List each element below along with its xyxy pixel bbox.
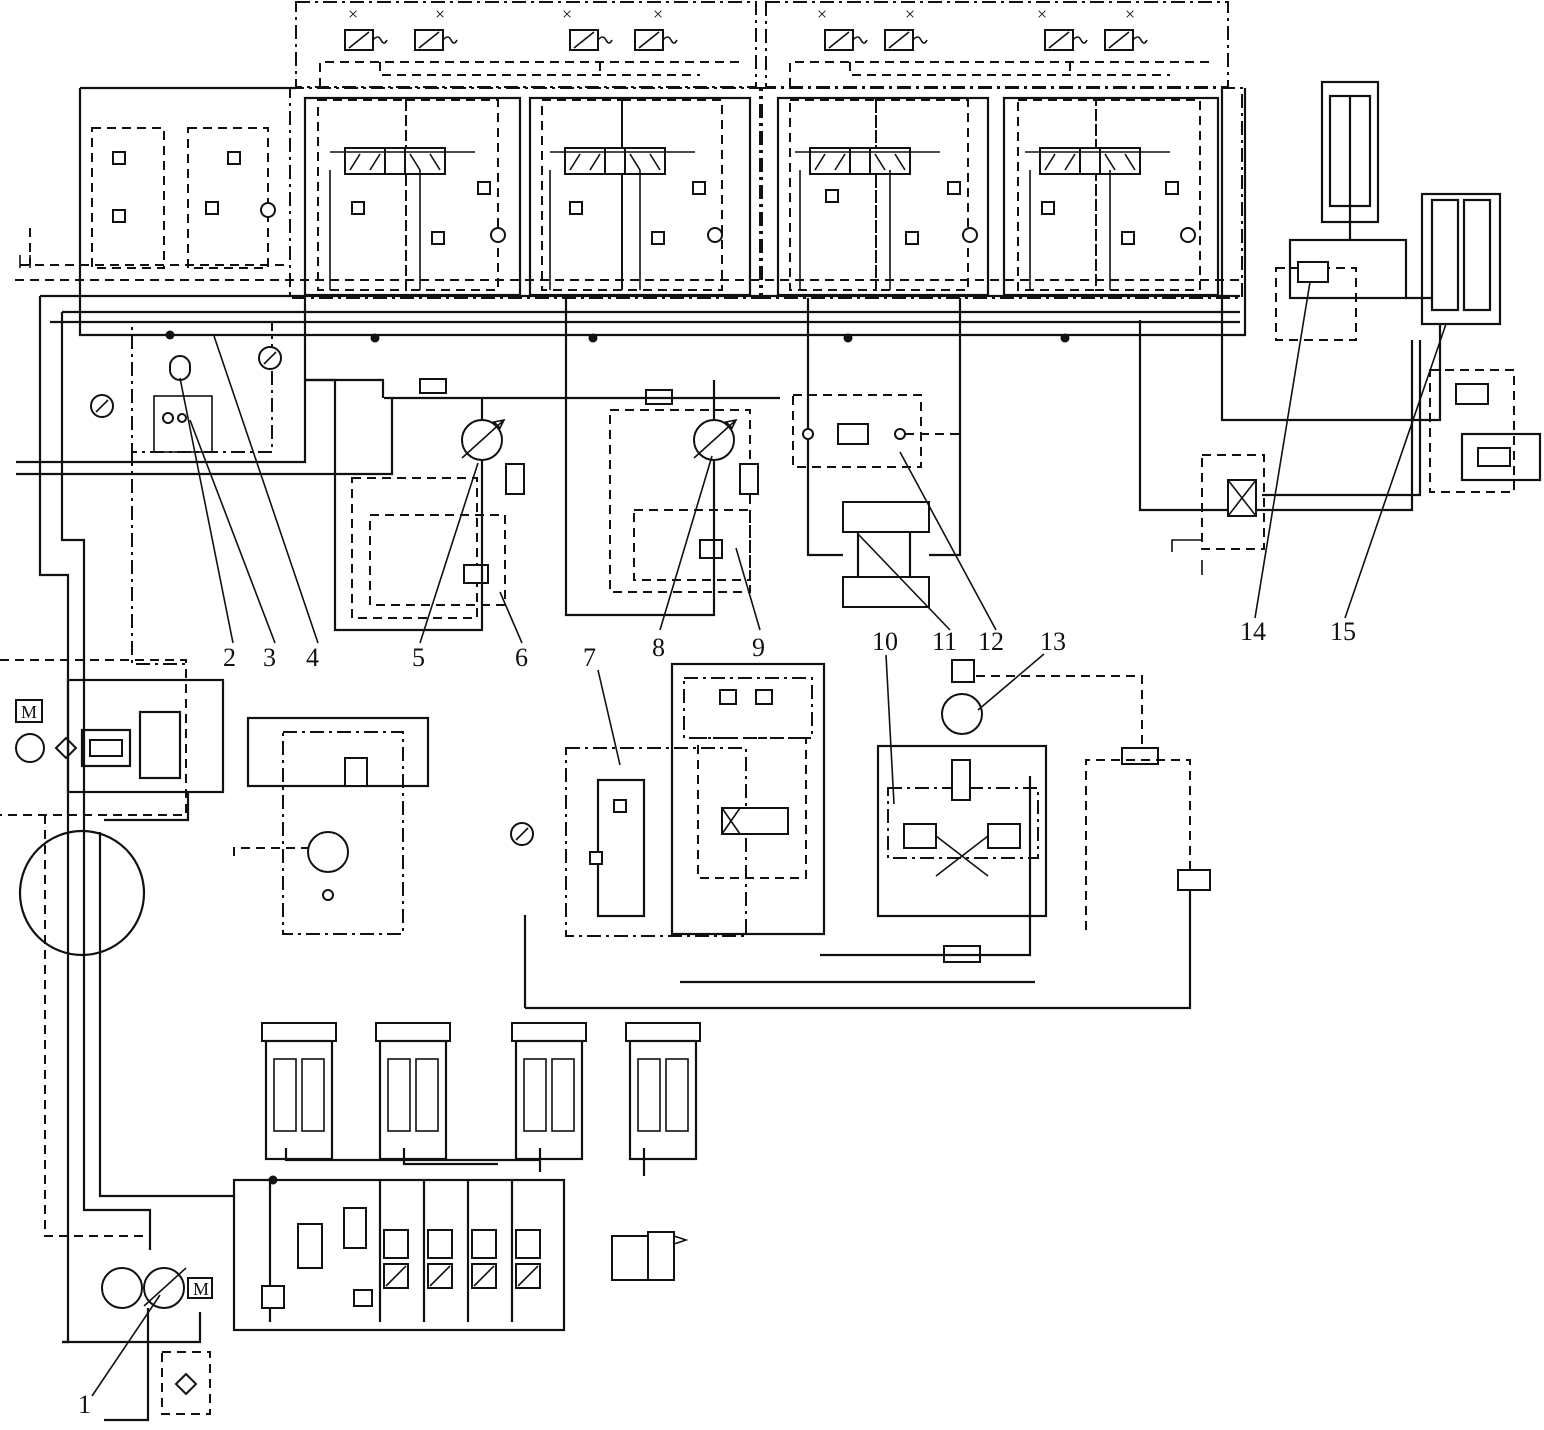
callout-13: 13	[1040, 627, 1066, 656]
accumulator-group	[90, 298, 385, 453]
cylinder-14	[1275, 80, 1432, 341]
bottom-cylinders	[261, 1022, 701, 1281]
variable-pump-5	[305, 378, 545, 632]
pilot-solenoid-valves: × × × × × × × ×	[319, 4, 1215, 87]
callout-1: 1	[78, 1390, 91, 1419]
main-manifold-lines	[15, 88, 1247, 343]
callout-15: 15	[1330, 617, 1356, 646]
valve-near-14	[1171, 454, 1265, 575]
callout-3: 3	[263, 643, 276, 672]
left-feeder-lines	[16, 296, 394, 1344]
svg-text:×: ×	[905, 4, 915, 24]
callout-8: 8	[652, 633, 665, 662]
gear-pump-group	[233, 716, 430, 935]
motor-label-left: M	[21, 702, 37, 722]
svg-text:×: ×	[1125, 4, 1135, 24]
valve-block-9	[670, 662, 826, 936]
valve-12	[792, 394, 960, 468]
callout-12: 12	[978, 627, 1004, 656]
svg-text:×: ×	[1037, 4, 1047, 24]
callout-9: 9	[752, 633, 765, 662]
directional-valve-spools	[330, 147, 1170, 175]
top-valve-bank-right	[761, 1, 1243, 299]
bottom-valve-manifold	[232, 1148, 646, 1332]
motor-13	[523, 659, 1211, 1010]
callout-10: 10	[872, 627, 898, 656]
callout-6: 6	[515, 643, 528, 672]
svg-text:×: ×	[817, 4, 827, 24]
motor-label-pump: M	[193, 1279, 209, 1299]
callout-11: 11	[932, 627, 957, 656]
callout-7: 7	[583, 643, 596, 672]
callout-5: 5	[412, 643, 425, 672]
svg-text:×: ×	[348, 4, 358, 24]
svg-text:×: ×	[435, 4, 445, 24]
cylinder-11	[806, 298, 962, 608]
valve-block-7	[510, 747, 747, 937]
callout-4: 4	[306, 643, 319, 672]
main-pump-1	[62, 1267, 213, 1422]
svg-text:×: ×	[653, 4, 663, 24]
svg-text:×: ×	[562, 4, 572, 24]
left-relief-group	[19, 127, 290, 269]
callout-14: 14	[1240, 617, 1266, 646]
bank-relief-valves	[329, 170, 1196, 290]
callout-numbers: 1 2 3 4 5 6 7 8 9 10 11 12 13 14 15	[78, 617, 1356, 1419]
motor-labels: M M	[21, 702, 209, 1299]
callout-leaders	[91, 281, 1447, 1397]
callout-2: 2	[223, 643, 236, 672]
variable-pump-8	[545, 298, 780, 617]
